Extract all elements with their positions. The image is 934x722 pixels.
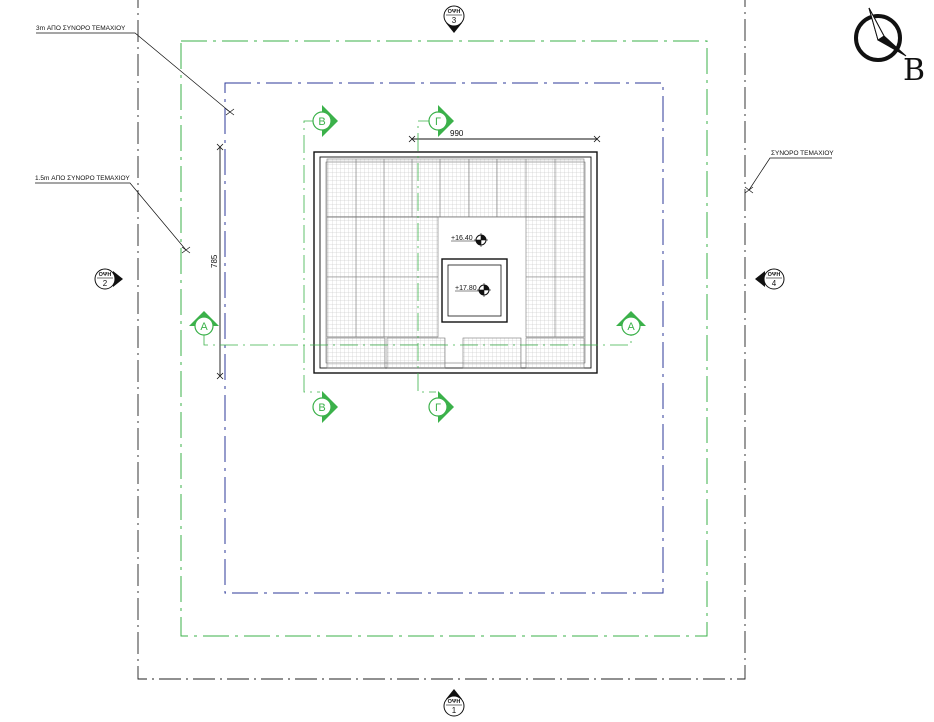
north-arrow-icon — [854, 7, 907, 62]
setback-3m-line — [224, 82, 664, 594]
section-marker-c-bottom — [428, 391, 454, 423]
view-number-3: 3 — [452, 16, 457, 25]
core-inner — [447, 264, 502, 317]
dimension-width-line — [408, 135, 601, 143]
note-3m-setback: 3m ΑΠΟ ΣΥΝΟΡΟ ΤΕΜΑΧΙΟΥ — [36, 25, 126, 32]
view-number-1: 1 — [452, 706, 457, 715]
plot-boundary-line — [137, 0, 746, 680]
note-leaders — [35, 32, 832, 254]
view-label-1: ΟΨΗ — [448, 699, 461, 705]
note-plot-boundary: ΣΥΝΟΡΟ ΤΕΜΑΧΙΟΥ — [771, 150, 834, 157]
section-label-b-bottom: Β — [318, 402, 325, 414]
elevation-marker-lower — [455, 283, 491, 297]
view-marker-1 — [443, 689, 465, 717]
dimension-depth-line — [216, 143, 224, 380]
setback-1-5m-line — [180, 40, 708, 637]
note-1-5m-setback: 1.5m ΑΠΟ ΣΥΝΟΡΟ ΤΕΜΑΧΙΟΥ — [35, 175, 130, 182]
section-marker-c-top — [428, 105, 454, 137]
view-number-4: 4 — [772, 279, 777, 288]
section-label-a-right: Α — [627, 321, 635, 333]
section-cut-lines — [203, 120, 632, 393]
elevation-label-lower: +17.80 — [455, 285, 477, 292]
view-label-3: ΟΨΗ — [448, 9, 461, 15]
elevation-marker-upper — [451, 233, 488, 247]
section-marker-b-bottom — [312, 391, 338, 423]
view-marker-3 — [443, 5, 465, 33]
view-marker-2 — [94, 268, 123, 290]
view-label-4: ΟΨΗ — [768, 272, 781, 278]
view-number-2: 2 — [103, 279, 108, 288]
view-marker-4 — [755, 268, 785, 290]
dimension-width-label: 990 — [450, 129, 464, 138]
section-label-b-top: Β — [318, 116, 325, 128]
section-marker-a-right — [616, 311, 646, 336]
dimension-depth-label: 785 — [210, 254, 219, 268]
pv-panel-array — [326, 158, 585, 369]
section-label-a-left: Α — [200, 321, 208, 333]
elevation-label-upper: +16.40 — [451, 235, 473, 242]
section-label-c-bottom: Γ — [435, 402, 441, 414]
north-arrow-label: B — [903, 53, 925, 88]
section-label-c-top: Γ — [435, 116, 441, 128]
view-label-2: ΟΨΗ — [99, 272, 112, 278]
building-roof-plan — [313, 151, 598, 374]
section-marker-a-left — [189, 311, 219, 336]
section-marker-b-top — [312, 105, 338, 137]
